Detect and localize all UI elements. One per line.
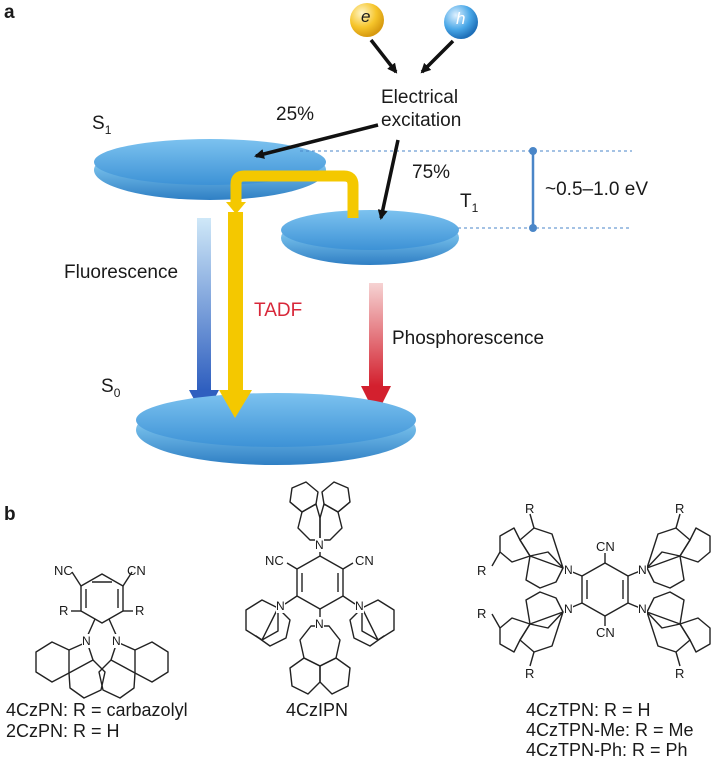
molecule-4cztpn [491, 513, 711, 667]
mol3-cn-bottom-label: CN [596, 625, 615, 640]
triplet-percent: 75% [412, 162, 451, 183]
mol1-r-left-label: R [59, 603, 69, 618]
mol3-r-label-1: R [525, 501, 535, 516]
caption-2czpn: 2CzPN: R = H [6, 721, 120, 741]
t1-label: T1 [460, 191, 479, 215]
mol1-n-right-label: N [112, 634, 121, 648]
panel-a-label: a [4, 2, 15, 23]
mol1-r-right-label: R [135, 603, 145, 618]
s1-label: S1 [92, 113, 112, 137]
energy-gap-label: ~0.5–1.0 eV [545, 179, 649, 200]
caption-4cztpn-me: 4CzTPN-Me: R = Me [526, 720, 694, 740]
mol3-r-label-4: R [525, 666, 535, 681]
fluorescence-label: Fluorescence [64, 262, 179, 283]
singlet-percent: 25% [276, 104, 315, 125]
fluorescence-arrow [189, 218, 219, 418]
panel-b-label: b [4, 504, 16, 525]
mol3-r-label-2: R [477, 563, 487, 578]
mol1-nc-label: NC [54, 563, 73, 578]
caption-4cztpn-ph: 4CzTPN-Ph: R = Ph [526, 740, 688, 760]
caption-4czpn: 4CzPN: R = carbazolyl [6, 700, 188, 720]
molecule-structures [35, 481, 711, 699]
mol2-cn-label: CN [355, 553, 374, 568]
s0-level [136, 393, 416, 465]
mol1-n-left-label: N [82, 634, 91, 648]
mol3-n-lr-label: N [638, 602, 647, 616]
caption-4cztpn: 4CzTPN: R = H [526, 700, 651, 720]
molecule-4czipn [245, 481, 395, 695]
energy-gap-bracket [300, 147, 632, 232]
mol2-n-bottom-label: N [315, 617, 324, 631]
mol3-n-ll-label: N [564, 602, 573, 616]
hole-label: h [456, 9, 466, 28]
mol2-nc-label: NC [265, 553, 284, 568]
electron-ball [350, 3, 384, 37]
mol3-r-label-5: R [675, 501, 685, 516]
mol3-n-ul-label: N [564, 563, 573, 577]
phosphorescence-label: Phosphorescence [392, 328, 545, 349]
mol2-n-left-label: N [276, 599, 285, 613]
mol3-r-label-3: R [477, 606, 487, 621]
tadf-label: TADF [254, 300, 303, 321]
s0-label: S0 [101, 376, 121, 400]
mol2-n-top-label: N [315, 538, 324, 552]
mol1-cn-label: CN [127, 563, 146, 578]
molecule-4czpn [35, 571, 169, 699]
hole-ball [444, 5, 478, 39]
phosphorescence-arrow [361, 283, 391, 416]
excitation-label-line1: Electrical [381, 87, 459, 108]
caption-4czipn: 4CzIPN [286, 700, 349, 720]
excitation-label-line2: excitation [381, 110, 462, 131]
t1-level [281, 210, 459, 265]
electron-label: e [361, 7, 371, 26]
mol3-cn-top-label: CN [596, 539, 615, 554]
tadf-arrow [219, 170, 359, 418]
mol3-r-label-6: R [675, 666, 685, 681]
mol3-n-ur-label: N [638, 563, 647, 577]
mol2-n-right-label: N [355, 599, 364, 613]
excitation-arrows [254, 38, 455, 220]
